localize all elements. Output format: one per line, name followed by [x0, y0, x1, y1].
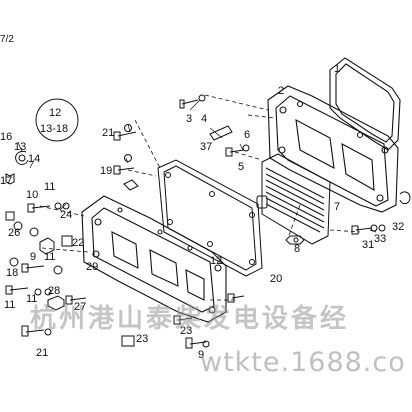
site-watermark: wtkte.1688.co — [200, 347, 406, 378]
callout-leaders — [17, 99, 377, 233]
callout-18: 18 — [6, 267, 18, 279]
callout-24: 24 — [60, 209, 72, 221]
callout-11-b: 11 — [44, 251, 55, 263]
callout-3: 3 — [186, 113, 192, 125]
cooler-housing — [267, 85, 399, 213]
cover-gasket — [329, 57, 401, 151]
callout-9-left: 9 — [30, 251, 36, 263]
callout-27: 27 — [74, 301, 86, 313]
callout-20: 20 — [270, 273, 282, 285]
group-badge-line2: 13-18 — [40, 123, 68, 135]
callout-11-a: 11 — [44, 181, 55, 193]
callout-33: 33 — [374, 233, 386, 245]
callout-9-bottom: 9 — [198, 349, 204, 361]
callout-10: 10 — [26, 189, 38, 201]
leader-lines — [39, 94, 361, 301]
callout-29: 29 — [86, 261, 98, 273]
callout-7: 7 — [334, 201, 340, 213]
callout-21-top: 21 — [102, 127, 114, 139]
fastener-hardware — [5, 94, 411, 349]
callout-1: 1 — [334, 63, 340, 75]
company-watermark: 杭州港山泰柴发电设备经 — [30, 304, 350, 334]
callout-4: 4 — [201, 113, 207, 125]
callout-19: 19 — [100, 165, 112, 177]
callout-23-b: 23 — [136, 333, 148, 345]
callout-13: 13 — [14, 141, 26, 153]
callout-6: 6 — [244, 129, 250, 141]
callout-11-c: 11 — [26, 293, 37, 305]
callout-8: 8 — [294, 243, 300, 255]
callout-28: 28 — [48, 285, 60, 297]
callout-5: 5 — [238, 161, 244, 173]
cooler-cover-plate — [81, 195, 227, 323]
oil-cooler-core — [256, 153, 331, 245]
callout-16: 16 — [0, 131, 12, 143]
callout-14: 14 — [28, 153, 40, 165]
callout-22: 22 — [72, 237, 84, 249]
callout-12: 12 — [210, 255, 222, 267]
callout-31: 31 — [362, 239, 374, 251]
callout-11-d: 11 — [4, 299, 15, 311]
sheet-reference: 7/2 — [0, 34, 14, 45]
callout-23-a: 23 — [180, 325, 192, 337]
callout-37: 37 — [200, 141, 212, 153]
callout-17: 17 — [0, 175, 12, 187]
callout-2: 2 — [278, 85, 284, 97]
callout-32: 32 — [392, 221, 404, 233]
callout-21-bottom: 21 — [36, 347, 48, 359]
group-badge: 12 13-18 — [35, 98, 79, 142]
callout-numbers: 1 2 3 4 37 6 5 7 8 20 12 21 19 16 13 14 … — [0, 63, 404, 361]
callout-26: 26 — [8, 227, 20, 239]
group-badge-line1: 12 — [49, 107, 61, 119]
